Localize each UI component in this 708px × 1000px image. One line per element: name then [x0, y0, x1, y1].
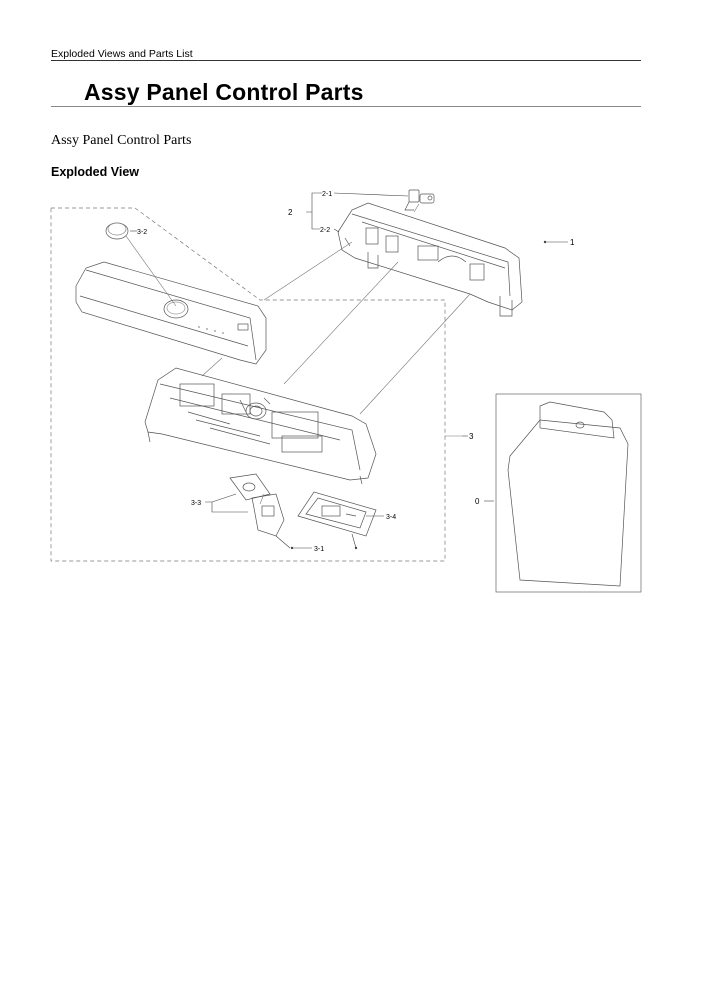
part-2-1-connector	[404, 189, 435, 211]
page-title: Assy Panel Control Parts	[84, 79, 364, 105]
callout-3-1: 3-1	[314, 546, 324, 553]
callout-2-1: 2-1	[322, 191, 332, 198]
part-3-control-frame	[144, 367, 377, 485]
section-title: Assy Panel Control Parts	[51, 133, 192, 148]
header-rule	[51, 60, 641, 61]
callout-2-2: 2-2	[320, 227, 330, 234]
part-1-rear-cover	[337, 202, 523, 317]
subsection-title: Exploded View	[51, 165, 139, 179]
part-3-3-pcb	[229, 473, 285, 537]
part-0-washer-overview	[495, 393, 642, 593]
part-panel-decoration	[75, 261, 267, 365]
title-rule	[51, 106, 641, 107]
part-3-4-display-module	[297, 491, 377, 537]
callout-3-2: 3-2	[137, 229, 147, 236]
callout-3-3: 3-3	[191, 500, 201, 507]
part-3-2-knob-cap	[105, 222, 129, 240]
callout-2: 2	[288, 208, 293, 217]
assembly-3-boundary	[50, 207, 446, 562]
callout-3: 3	[469, 432, 474, 441]
callout-1: 1	[570, 238, 575, 247]
callout-0: 0	[475, 497, 480, 506]
callout-3-4: 3-4	[386, 514, 396, 521]
running-header: Exploded Views and Parts List	[51, 48, 193, 60]
